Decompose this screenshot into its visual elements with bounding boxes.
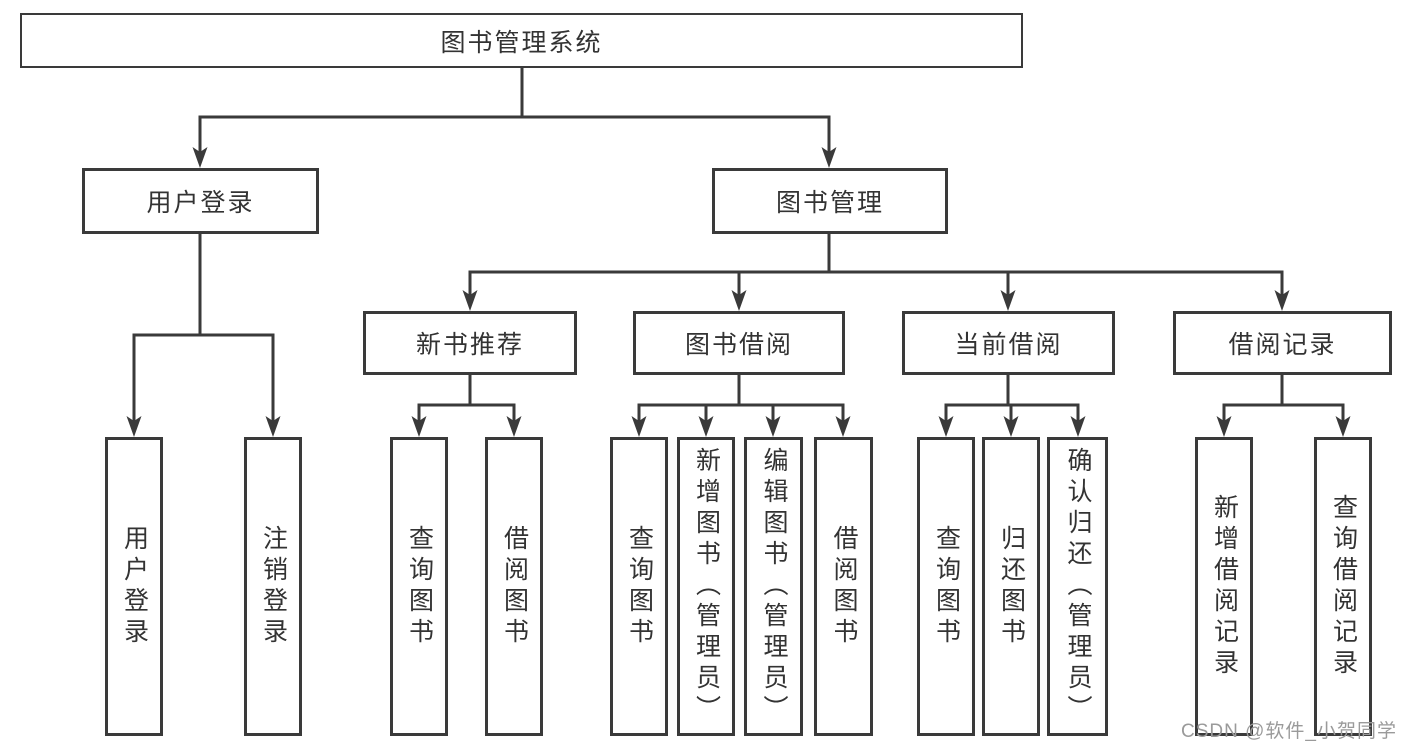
node-return-book: 归还图书 — [982, 437, 1040, 736]
node-edit-book-admin: 编辑图书（管理员） — [744, 437, 803, 736]
node-book-borrow: 图书借阅 — [633, 311, 845, 375]
node-add-book-admin: 新增图书（管理员） — [677, 437, 735, 736]
node-query-borrow-record-label: 查询借阅记录 — [1329, 493, 1358, 680]
node-book-management-label: 图书管理 — [775, 189, 884, 217]
node-library-system-label: 图书管理系统 — [440, 28, 603, 57]
node-add-book-admin-label: 新增图书（管理员） — [692, 447, 721, 726]
node-book-borrow-label: 图书借阅 — [684, 331, 793, 359]
node-add-borrow-record: 新增借阅记录 — [1195, 437, 1253, 736]
node-confirm-return-admin-label: 确认归还（管理员） — [1064, 447, 1092, 726]
node-query-books-borrow: 查询图书 — [610, 437, 668, 736]
csdn-watermark: CSDN @软件_小贺同学 — [1181, 721, 1397, 742]
arrowheads — [126, 147, 1351, 437]
node-book-management: 图书管理 — [712, 168, 948, 234]
node-query-books-borrow-label: 查询图书 — [625, 524, 654, 649]
node-new-book-recommend-label: 新书推荐 — [415, 331, 524, 359]
node-add-borrow-record-label: 新增借阅记录 — [1210, 493, 1239, 680]
node-user-login: 用户登录 — [82, 168, 319, 234]
node-edit-book-admin-label: 编辑图书（管理员） — [760, 447, 788, 726]
node-user-login-leaf-label: 用户登录 — [120, 524, 149, 649]
node-query-books-current-label: 查询图书 — [932, 524, 961, 649]
node-new-book-recommend: 新书推荐 — [363, 311, 577, 375]
node-current-borrow-label: 当前借阅 — [954, 331, 1063, 359]
node-query-books-current: 查询图书 — [917, 437, 975, 736]
node-query-borrow-record: 查询借阅记录 — [1314, 437, 1372, 736]
node-user-login-leaf: 用户登录 — [105, 437, 163, 736]
node-query-books-recommend: 查询图书 — [390, 437, 448, 736]
node-return-book-label: 归还图书 — [997, 524, 1026, 649]
node-query-books-recommend-label: 查询图书 — [405, 524, 434, 649]
node-confirm-return-admin: 确认归还（管理员） — [1047, 437, 1108, 736]
node-current-borrow: 当前借阅 — [902, 311, 1115, 375]
connector-stems — [132, 66, 1345, 423]
node-borrow-book-recommend-label: 借阅图书 — [500, 524, 529, 649]
node-library-system: 图书管理系统 — [20, 13, 1023, 68]
node-borrow-book-recommend: 借阅图书 — [485, 437, 543, 736]
node-borrow-book-label: 借阅图书 — [830, 524, 858, 649]
node-borrow-records-label: 借阅记录 — [1228, 331, 1337, 359]
node-logout: 注销登录 — [244, 437, 302, 736]
node-user-login-label: 用户登录 — [146, 189, 255, 217]
node-borrow-records: 借阅记录 — [1173, 311, 1392, 375]
node-borrow-book: 借阅图书 — [814, 437, 873, 736]
node-logout-label: 注销登录 — [259, 524, 288, 649]
